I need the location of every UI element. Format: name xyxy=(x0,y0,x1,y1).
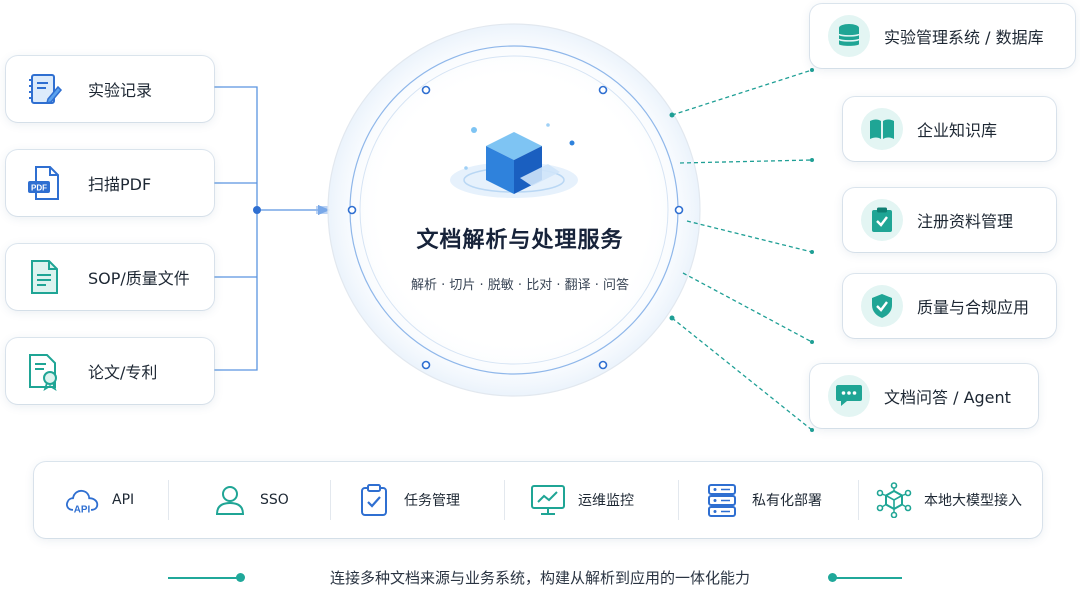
footer-caption: 连接多种文档来源与业务系统，构建从解析到应用的一体化能力 xyxy=(329,569,750,587)
feature-task-management[interactable]: 任务管理 xyxy=(356,462,460,538)
cube-graphic-icon xyxy=(450,123,578,198)
source-label: SOP/质量文件 xyxy=(88,269,190,288)
ring-dots xyxy=(347,85,684,370)
target-label: 企业知识库 xyxy=(917,121,998,140)
source-connectors xyxy=(214,86,320,371)
target-card-registration[interactable]: 注册资料管理 xyxy=(843,188,1056,252)
user-icon xyxy=(212,482,248,518)
divider xyxy=(678,480,679,520)
feature-local-llm[interactable]: 本地大模型接入 xyxy=(876,462,1022,538)
source-label: 论文/专利 xyxy=(88,363,158,382)
footer-dot-left xyxy=(236,573,245,582)
clipboard-check-icon xyxy=(861,199,903,241)
target-label: 实验管理系统 / 数据库 xyxy=(884,28,1044,47)
source-label: 扫描PDF xyxy=(88,175,152,194)
junction-dot xyxy=(253,206,261,214)
target-label: 质量与合规应用 xyxy=(917,298,1030,317)
source-card-papers-patents[interactable]: 论文/专利 xyxy=(6,338,214,404)
target-label: 注册资料管理 xyxy=(917,212,1014,231)
target-label: 文档问答 / Agent xyxy=(884,388,1011,407)
divider xyxy=(168,480,169,520)
feature-sso[interactable]: SSO xyxy=(212,462,289,538)
open-book-icon xyxy=(861,108,903,150)
footer-line-left xyxy=(168,577,240,579)
server-icon xyxy=(704,482,740,518)
database-icon xyxy=(828,15,870,57)
service-subtitle: 解析 · 切片 · 脱敏 · 比对 · 翻译 · 问答 xyxy=(411,278,629,293)
footer-line-right xyxy=(832,577,902,579)
feature-label: 本地大模型接入 xyxy=(924,493,1022,509)
source-card-sop-quality[interactable]: SOP/质量文件 xyxy=(6,244,214,310)
target-card-doc-qa-agent[interactable]: 文档问答 / Agent xyxy=(810,364,1038,428)
certificate-document-icon xyxy=(22,349,66,393)
divider xyxy=(504,480,505,520)
feature-private-deployment[interactable]: 私有化部署 xyxy=(704,462,822,538)
divider xyxy=(330,480,331,520)
network-cube-icon xyxy=(876,482,912,518)
chat-bubble-icon xyxy=(828,375,870,417)
source-card-scanned-pdf[interactable]: PDF 扫描PDF xyxy=(6,150,214,216)
pdf-file-icon: PDF xyxy=(22,161,66,205)
monitor-chart-icon xyxy=(530,482,566,518)
feature-bar: API API SSO 任务管理 xyxy=(34,462,1042,538)
target-card-quality-compliance[interactable]: 质量与合规应用 xyxy=(843,274,1056,338)
target-card-knowledge-base[interactable]: 企业知识库 xyxy=(843,97,1056,161)
divider xyxy=(858,480,859,520)
shield-check-icon xyxy=(861,285,903,327)
connector-end-dots xyxy=(669,68,814,432)
feature-api[interactable]: API API xyxy=(64,462,134,538)
feature-label: 任务管理 xyxy=(404,493,460,509)
target-connectors xyxy=(671,69,813,431)
notebook-pen-icon xyxy=(22,67,66,111)
feature-label: SSO xyxy=(260,492,289,508)
cloud-api-icon: API xyxy=(64,482,100,518)
source-label: 实验记录 xyxy=(88,81,153,100)
document-icon xyxy=(22,255,66,299)
source-card-experiment-records[interactable]: 实验记录 xyxy=(6,56,214,122)
outer-ring xyxy=(327,23,701,397)
feature-ops-monitoring[interactable]: 运维监控 xyxy=(530,462,634,538)
feature-label: 运维监控 xyxy=(578,493,634,509)
task-clipboard-icon xyxy=(356,482,392,518)
service-title: 文档解析与处理服务 xyxy=(416,228,624,253)
svg-text:PDF: PDF xyxy=(31,184,47,193)
feature-label: 私有化部署 xyxy=(752,493,822,509)
api-icon-text: API xyxy=(74,505,91,516)
feature-label: API xyxy=(112,492,135,508)
inner-ring xyxy=(359,55,669,365)
target-card-experiment-db[interactable]: 实验管理系统 / 数据库 xyxy=(810,4,1075,68)
